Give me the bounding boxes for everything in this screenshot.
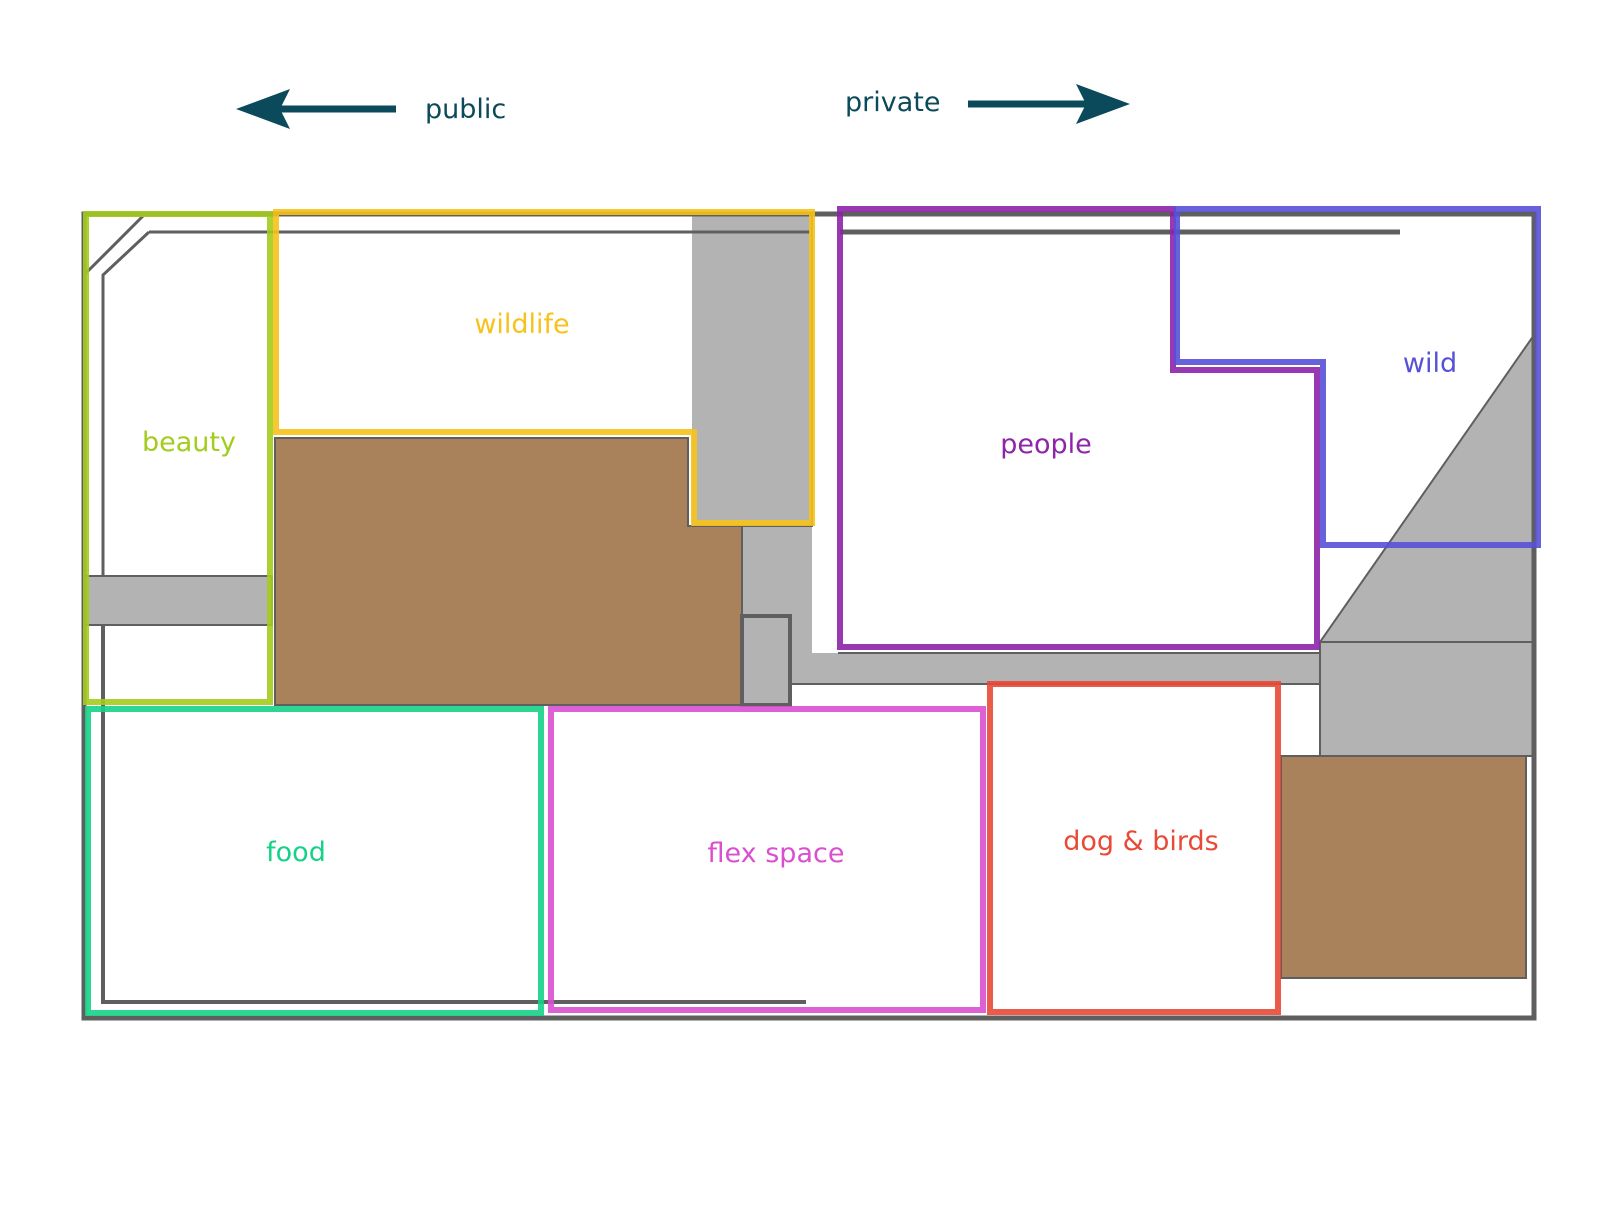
- public-arrow-icon: [236, 89, 396, 129]
- zone-label-beauty: beauty: [142, 427, 236, 458]
- bed-center: [275, 438, 742, 705]
- zone-labels: beauty wildlife people wild food flex sp…: [142, 309, 1457, 869]
- paving-strip-left: [86, 576, 272, 625]
- inner-path-line-left: [101, 625, 806, 1004]
- planting-beds: [275, 438, 1526, 978]
- paving-block-right: [1320, 642, 1534, 756]
- public-private-legend: public private: [236, 84, 1130, 129]
- inner-path-line-top-diagonal: [101, 230, 151, 576]
- zone-label-people: people: [1000, 429, 1092, 460]
- zone-label-wild: wild: [1403, 348, 1457, 379]
- zone-label-dog-birds: dog & birds: [1063, 826, 1219, 857]
- zone-outline-wildlife: [273, 209, 815, 526]
- public-label: public: [425, 94, 506, 125]
- zone-outline-people: [837, 206, 1320, 650]
- outer-boundary: [81, 211, 1537, 1021]
- zone-outline-flex-space: [548, 706, 986, 1013]
- zone-label-food: food: [266, 837, 326, 868]
- zone-label-wildlife: wildlife: [474, 309, 569, 340]
- zone-label-flex-space: flex space: [708, 838, 845, 869]
- zone-outline-food: [85, 706, 544, 1016]
- private-label: private: [845, 87, 940, 118]
- zone-outline-wild: [1174, 206, 1541, 548]
- bed-right: [1281, 756, 1526, 978]
- shed-box: [740, 614, 792, 707]
- paving-center: [692, 214, 1320, 705]
- private-arrow-icon: [968, 84, 1130, 124]
- zone-outline-dog-birds: [987, 681, 1281, 1015]
- zone-outlines: [83, 206, 1541, 1016]
- zone-outline-beauty: [83, 211, 273, 705]
- corner-diagonal: [82, 214, 145, 277]
